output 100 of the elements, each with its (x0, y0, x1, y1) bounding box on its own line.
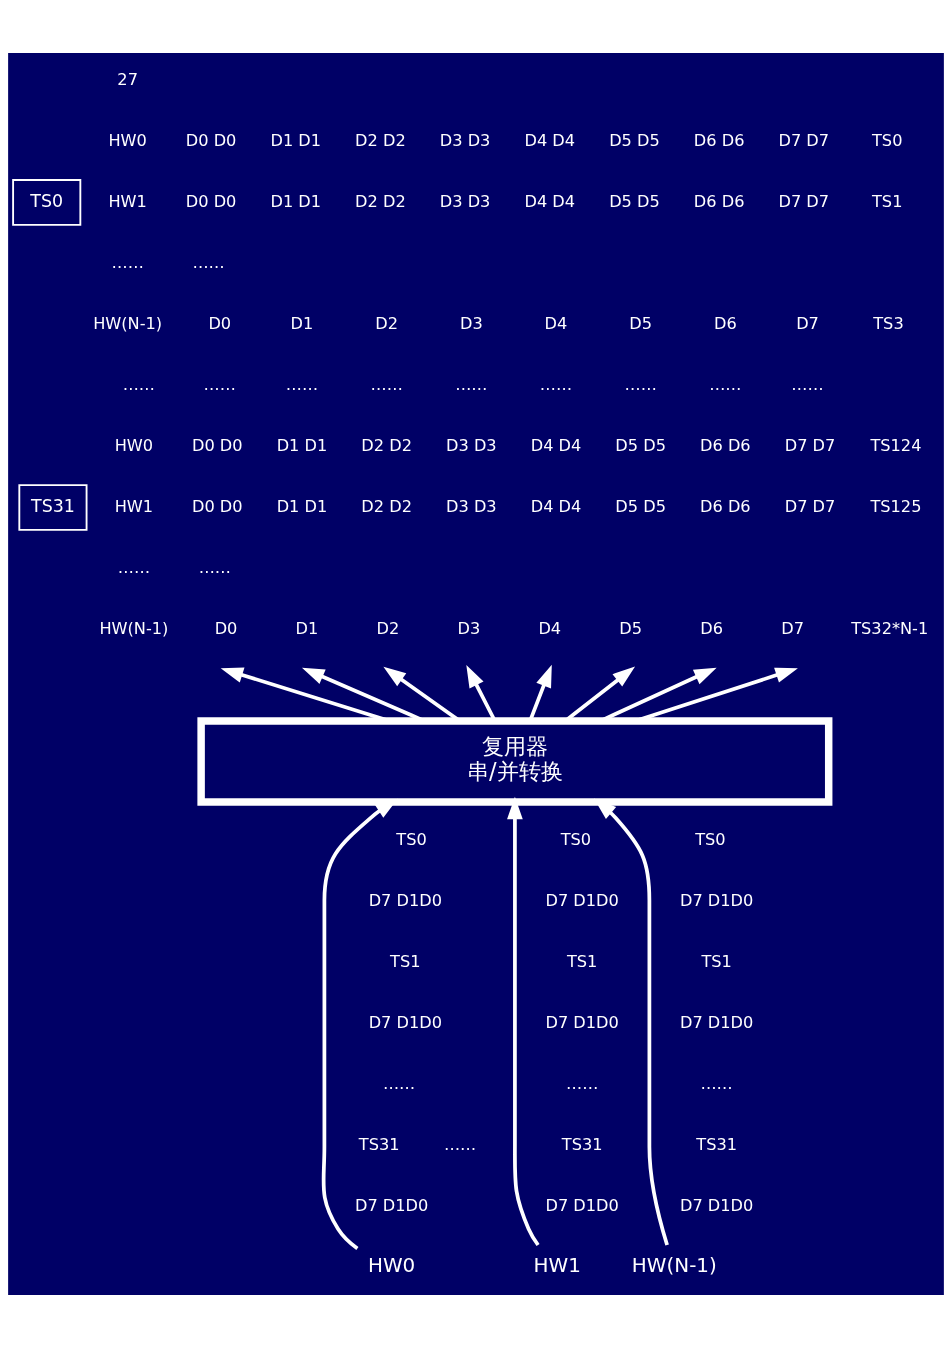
label: HW(N-1) (93, 313, 163, 333)
label: D7 (796, 313, 819, 333)
label: D4 D4 (530, 435, 582, 455)
label: D7 D1D0 (368, 1012, 443, 1032)
label: D0 D0 (185, 130, 237, 150)
label: D7 D1D0 (545, 1012, 619, 1032)
arrow (321, 798, 398, 1250)
label: TS1 (701, 951, 732, 971)
label: TS1 (872, 191, 903, 211)
label: D2 (376, 618, 400, 638)
label: D4 (544, 313, 568, 333)
label: D5 D5 (615, 435, 666, 455)
label: D6 D6 (693, 191, 745, 211)
label: TS3 (873, 313, 904, 333)
label: HW(N-1) (99, 618, 169, 638)
label: D6 (700, 618, 724, 638)
label: D3 (457, 618, 481, 638)
label: D4 D4 (524, 130, 576, 150)
label: …… (285, 374, 319, 394)
label: D0 (214, 618, 238, 638)
node-box: TS31 (18, 483, 88, 531)
label: …… (539, 374, 573, 394)
label: TS31 (358, 1134, 400, 1154)
label: D3 D3 (439, 191, 491, 211)
label: …… (198, 557, 231, 577)
label: …… (700, 1073, 733, 1093)
label: D7 D1D0 (354, 1195, 429, 1215)
label: D7 D1D0 (679, 1012, 754, 1032)
label: D6 D6 (693, 130, 745, 150)
label: D0 D0 (192, 496, 243, 516)
label: D7 D7 (778, 130, 830, 150)
label: HW1 (108, 191, 147, 211)
label: D4 (538, 618, 562, 638)
label: D2 D2 (361, 496, 412, 516)
label: TS0 (695, 829, 726, 849)
label: …… (111, 252, 144, 272)
label: D1 D1 (270, 130, 322, 150)
node-text: HW1 (533, 1253, 581, 1277)
label: D7 D7 (778, 191, 830, 211)
label: D7 D1D0 (368, 890, 443, 910)
label: HW0 (114, 435, 154, 455)
label: D7 D7 (784, 496, 836, 516)
node-text: HW0 (367, 1253, 416, 1277)
label: D7 D1D0 (679, 1195, 754, 1215)
node-box: TS0 (12, 178, 82, 226)
label: …… (443, 1134, 477, 1154)
label: D4 D4 (524, 191, 576, 211)
label: D1 (290, 313, 314, 333)
label: D6 (713, 313, 737, 333)
label: D7 D1D0 (679, 890, 754, 910)
label: D6 D6 (700, 435, 751, 455)
label: D0 (208, 313, 232, 333)
label: …… (117, 557, 151, 577)
label: D0 D0 (192, 435, 243, 455)
label: TS0 (872, 130, 903, 150)
label: …… (370, 374, 403, 394)
label: D1 (295, 618, 319, 638)
label: …… (382, 1073, 416, 1093)
label: D0 D0 (185, 191, 237, 211)
label: D1 D1 (270, 191, 322, 211)
label: …… (455, 374, 488, 394)
label: TS125 (870, 496, 922, 516)
label: TS32*N-1 (851, 618, 929, 638)
label: TS31 (561, 1134, 603, 1154)
label: 27 (117, 69, 138, 89)
label: TS1 (390, 951, 421, 971)
label: D7 D1D0 (545, 890, 619, 910)
node-box: 复用器 串/并转换 (197, 716, 833, 806)
label: …… (203, 374, 236, 394)
label: D5 (619, 618, 643, 638)
label: HW1 (114, 496, 154, 516)
label: D2 D2 (355, 130, 406, 150)
label: …… (709, 374, 742, 394)
label: …… (565, 1073, 599, 1093)
label: D7 (781, 618, 804, 638)
label: D3 D3 (446, 496, 497, 516)
label: D1 D1 (276, 496, 328, 516)
label: TS124 (870, 435, 922, 455)
label: D3 D3 (439, 130, 491, 150)
label: …… (624, 374, 657, 394)
label: TS0 (396, 829, 427, 849)
label: …… (192, 252, 225, 272)
label: TS31 (696, 1134, 737, 1154)
label: D5 D5 (609, 130, 660, 150)
label: TS0 (560, 829, 592, 849)
label: D2 (375, 313, 399, 333)
label: D6 D6 (700, 496, 751, 516)
label: D7 D7 (784, 435, 836, 455)
label: TS1 (566, 951, 598, 971)
label: D5 D5 (615, 496, 666, 516)
label: D3 (459, 313, 483, 333)
label: HW0 (108, 130, 147, 150)
label: D1 D1 (276, 435, 328, 455)
arrow (507, 796, 540, 1246)
label: D2 D2 (361, 435, 412, 455)
label: D5 D5 (609, 191, 660, 211)
label: D5 (629, 313, 653, 333)
node-text: HW(N-1) (631, 1253, 717, 1277)
label: …… (122, 374, 156, 394)
label: D2 D2 (355, 191, 406, 211)
